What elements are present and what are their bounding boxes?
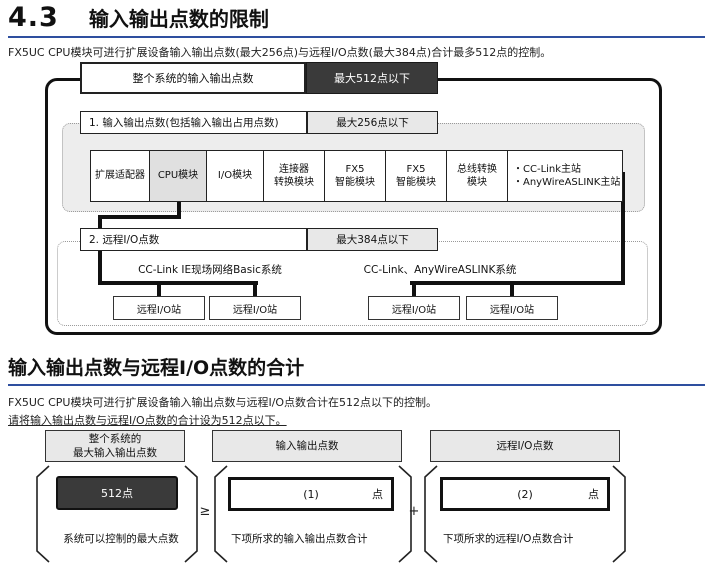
section-number: 4.3 [8,2,59,33]
greater-equal-operator: ≥ [199,504,211,519]
subsection-text: FX5UC CPU模块可进行扩展设备输入输出点数与远程I/O点数合计在512点以… [8,396,438,409]
station-drop-line [510,281,514,297]
module-cclink-anywire-master: ・CC-Link主站 ・AnyWireASLINK主站 [507,150,623,202]
heading-rule [8,36,705,38]
module-label: 总线转换 [457,163,497,175]
group-header-line: 最大输入输出点数 [73,447,157,459]
remote-io-points-label: 2. 远程I/O点数 [80,228,307,251]
io-points-entry-box: (1) 点 [228,477,394,511]
remote-io-station: 远程I/O站 [368,296,460,320]
module-label: 扩展适配器 [95,170,145,182]
module-cpu: CPU模块 [149,150,207,202]
module-label: I/O模块 [217,170,253,182]
module-label: 智能模块 [396,177,436,188]
module-label: FX5 [406,163,426,175]
brace-left-icon [36,465,50,563]
io-points-limit-badge: 最大256点以下 [307,111,438,134]
max-points-box: 512点 [56,476,178,510]
group-header-system-max: 整个系统的 最大输入输出点数 [45,430,185,462]
group-header-line: 整个系统的 [88,432,142,445]
right-network-trunk-line [621,172,625,285]
page-title: 输入输出点数的限制 [88,7,269,31]
total-points-limit-badge: 最大512点以下 [306,62,438,94]
module-bus-conversion: 总线转换 模块 [446,150,508,202]
total-points-label: 整个系统的输入输出点数 [80,62,306,94]
brace-right-icon [184,465,198,563]
remote-io-station: 远程I/O站 [209,296,301,320]
module-fx5-intelligent: FX5 智能模块 [385,150,447,202]
network-label-cclink-ie-basic: CC-Link IE现场网络Basic系统 [138,264,282,276]
remote-io-limit-badge: 最大384点以下 [307,228,438,251]
brace-right-icon [398,465,412,563]
module-label: CPU模块 [157,170,199,182]
module-label: 智能模块 [335,177,375,188]
group-caption: 下项所求的输入输出点数合计 [231,533,368,545]
left-network-bus-line [98,281,258,285]
plus-operator: + [408,504,420,519]
module-label: 连接器 [279,163,309,175]
unit-label: 点 [372,488,383,501]
module-connector-conversion: 连接器 转换模块 [263,150,325,202]
brace-left-icon [424,465,438,563]
remote-io-station: 远程I/O站 [113,296,205,320]
module-expansion-adapter: 扩展适配器 [90,150,150,202]
subsection-title: 输入输出点数与远程I/O点数的合计 [8,357,305,379]
cpu-connector-line [98,215,181,219]
module-fx5-intelligent: FX5 智能模块 [324,150,386,202]
unit-label: 点 [588,488,599,501]
station-drop-line [253,281,257,297]
group-caption: 下项所求的远程I/O点数合计 [443,533,574,545]
remote-io-station: 远程I/O站 [466,296,558,320]
module-io: I/O模块 [206,150,264,202]
remote-points-entry-box: (2) 点 [440,477,610,511]
module-row: 扩展适配器 CPU模块 I/O模块 连接器 转换模块 FX5 智能模块 FX5 … [90,150,623,202]
remote-points-value: (2) [517,487,533,501]
io-points-value: (1) [303,487,319,501]
intro-text: FX5UC CPU模块可进行扩展设备输入输出点数(最大256点)与远程I/O点数… [8,46,552,59]
group-header-io-points: 输入输出点数 [212,430,402,462]
io-points-label: 1. 输入输出点数(包括输入输出占用点数) [80,111,307,134]
module-label: FX5 [345,163,365,175]
section-heading: 4.3 输入输出点数的限制 [8,2,269,33]
subsection-rule [8,384,705,386]
network-label-cclink-anywire: CC-Link、AnyWireASLINK系统 [363,264,517,276]
module-label: ・CC-Link主站 [513,163,582,175]
module-label: ・AnyWireASLINK主站 [513,177,621,188]
brace-right-icon [612,465,626,563]
module-label: 模块 [467,177,487,188]
right-network-bus-line [410,281,625,285]
group-header-remote-points: 远程I/O点数 [430,430,620,462]
station-drop-line [412,281,416,297]
group-caption: 系统可以控制的最大点数 [63,533,179,545]
cpu-connector-line [177,201,181,217]
station-drop-line [157,281,161,297]
subsection-note: 请将输入输出点数与远程I/O点数的合计设为512点以下。 [8,414,287,427]
brace-left-icon [214,465,228,563]
module-label: 转换模块 [274,177,314,188]
